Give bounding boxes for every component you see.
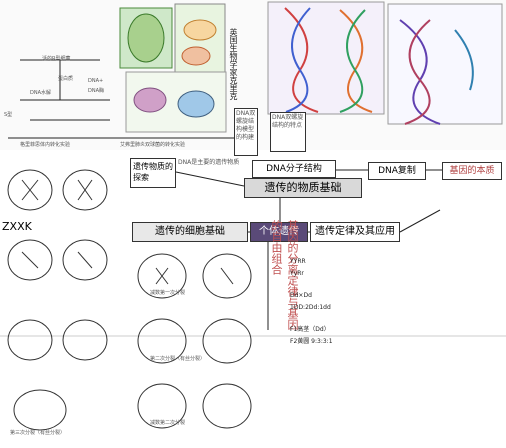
dna-structure-label: DNA分子结构 [266,164,322,174]
center-title: 遗传的物质基础 [264,181,342,194]
dna-features-label: DNA双螺旋结构的特点 [272,114,304,129]
z-letter: Z [2,220,10,233]
genetics-line-3: Dd×Dd [290,292,312,299]
cell-division-diagram [7,169,108,431]
genetic-material-search-box: 遗传物质的探索 [130,158,176,188]
cell-basis-label: 遗传的细胞基础 [155,226,225,237]
dna-plus-label: DNA+ [88,78,104,84]
gene-nature-box: 基因的本质 [442,162,502,180]
genetics-line-4: 1DD:2Dd:1dd [290,304,331,311]
s-type-label: S型 [4,112,13,118]
genetics-line-1: YYRR [290,258,306,265]
dna-structure-box: DNA分子结构 [252,160,336,178]
gene-nature-label: 基因的本质 [449,166,495,176]
dna-features-box: DNA双螺旋结构的特点 [270,112,306,152]
gene-law-vertical: 基因的分离定律与基因的自由组合 [270,220,299,330]
top-image-strip [0,0,506,150]
meiosis-caption-3: 减数第二次分裂 [150,420,186,426]
griffith-caption: 格里菲思体内转化实验 [20,142,71,148]
meiosis-diagram [137,253,252,429]
dna-model-label: DNA双螺旋结构模型的构建 [236,110,256,141]
k-letter: K [24,220,32,233]
x-letter-2: X [17,220,25,233]
cell-division-panel [0,150,130,444]
laws-label: 遗传定律及其应用 [315,226,395,237]
meiosis-caption-2: 第二次分裂（有丝分裂） [150,356,206,362]
r-type-label: 活的R型细菌 [42,56,71,62]
meiosis-panel [132,246,266,444]
illustration-panel [0,0,506,150]
dna-replication-box: DNA复制 [368,162,426,180]
genetics-panel: YYRR YyRr Dd×Dd 1DD:2Dd:1dd F1高茎（Dd） F2黄… [290,244,502,444]
dna-main-material-label: DNA是主要的遗传物质 [178,159,240,166]
genetic-material-search-label: 遗传物质的探索 [133,162,173,182]
avery-caption: 艾弗里肺炎双球菌的转化实验 [120,142,186,148]
individual-box: 个体遗传 [250,222,308,242]
meiosis-caption-1: 减数第一次分裂 [150,290,186,296]
dna-enzyme-label: DNA酶 [88,88,105,94]
dna-model-box: DNA双螺旋结构模型的构建 [234,108,258,156]
dna-pass-label: DNA水解 [30,90,52,96]
dna-helix-image [267,1,385,115]
scientists-label: 英国生物学家克里克 [229,28,238,100]
center-title-box: 遗传的物质基础 [244,178,362,198]
cell-basis-box: 遗传的细胞基础 [132,222,248,242]
lower-left-caption: 第三次分裂（有丝分裂） [10,430,66,436]
x-letter: X [9,220,18,233]
dna-replication-label: DNA复制 [378,166,416,176]
genetics-line-6: F2黄圆 9:3:3:1 [290,338,333,345]
genetics-line-5: F1高茎（Dd） [290,326,330,333]
protein-label: 蛋白质 [58,76,74,82]
zxxk-label: ZXXK [2,220,32,233]
individual-label: 个体遗传 [259,226,299,237]
genetics-line-2: YyRr [290,270,304,277]
laws-box: 遗传定律及其应用 [310,222,400,242]
